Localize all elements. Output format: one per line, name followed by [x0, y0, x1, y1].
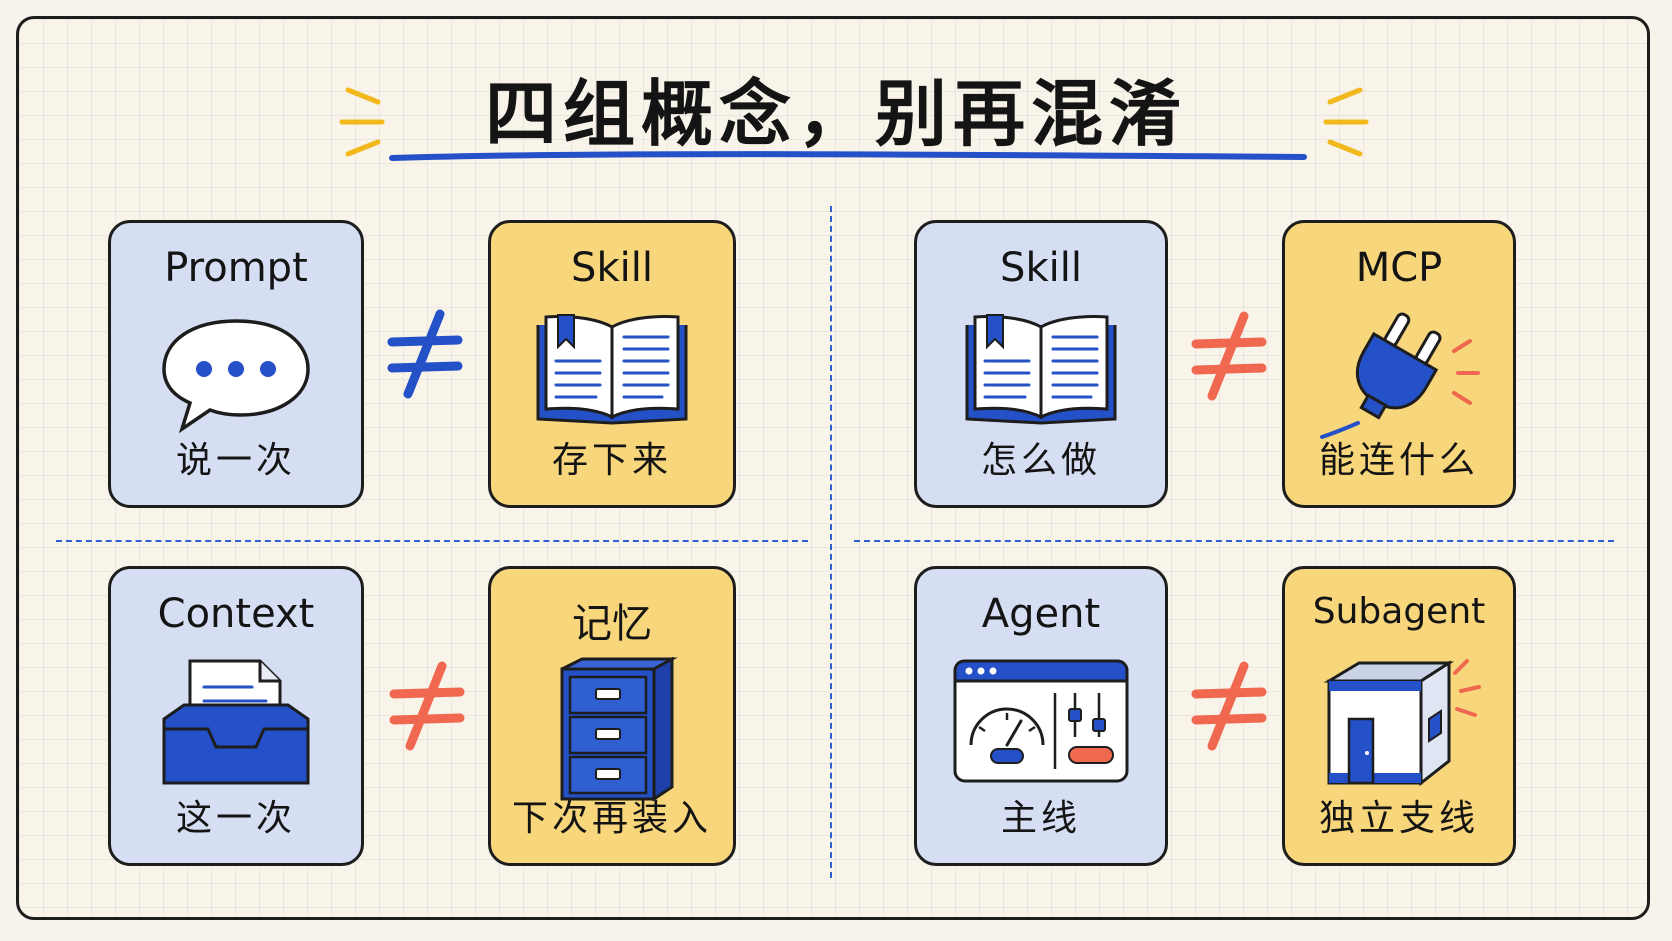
- title-underline: [389, 151, 1307, 161]
- horizontal-divider-right: [854, 540, 1614, 542]
- card-label: 记忆: [572, 601, 652, 647]
- card-agent: Agent 主线: [914, 566, 1168, 866]
- card-sub: 主线: [1000, 798, 1081, 839]
- not-equal-icon: [389, 661, 465, 751]
- card-sub: 下次再装入: [511, 798, 712, 839]
- card-label: Subagent: [1312, 591, 1486, 632]
- plug-icon: [1320, 312, 1480, 439]
- card-sub: 独立支线: [1318, 798, 1479, 839]
- card-label: Agent: [981, 591, 1101, 637]
- card-label: Skill: [571, 245, 653, 291]
- vertical-divider: [830, 206, 832, 878]
- right-spark-icon: [1323, 87, 1369, 157]
- card-label: Skill: [1000, 245, 1082, 291]
- filing-cabinet-icon: [560, 657, 678, 802]
- card-mcp: MCP 能连什么: [1282, 220, 1516, 508]
- page-title: 四组概念，别再混淆: [484, 72, 1187, 156]
- left-spark-icon: [339, 87, 385, 157]
- not-equal-icon: [1191, 311, 1267, 401]
- speech-bubble-icon: [162, 319, 310, 434]
- not-equal-icon: [387, 309, 463, 399]
- card-label: MCP: [1355, 245, 1443, 291]
- card-skill-2: Skill 怎么做: [914, 220, 1168, 508]
- open-book-icon: [536, 314, 688, 425]
- horizontal-divider-left: [56, 540, 808, 542]
- card-context: Context 这一次: [108, 566, 364, 866]
- card-sub: 存下来: [551, 440, 672, 481]
- card-subagent: Subagent 独立支线: [1282, 566, 1516, 866]
- card-label: Context: [157, 591, 315, 637]
- card-sub: 能连什么: [1318, 440, 1479, 481]
- card-skill: Skill 存下来: [488, 220, 736, 508]
- card-sub: 怎么做: [980, 440, 1101, 481]
- card-memory: 记忆 下次再装入: [488, 566, 736, 866]
- dashboard-window-icon: [953, 659, 1129, 783]
- isolated-box-icon: [1323, 659, 1481, 787]
- open-book-icon: [965, 314, 1117, 425]
- inbox-tray-icon: [162, 659, 310, 785]
- card-label: Prompt: [164, 245, 308, 291]
- card-prompt: Prompt 说一次: [108, 220, 364, 508]
- card-sub: 说一次: [175, 440, 296, 481]
- card-sub: 这一次: [175, 798, 296, 839]
- not-equal-icon: [1191, 661, 1267, 751]
